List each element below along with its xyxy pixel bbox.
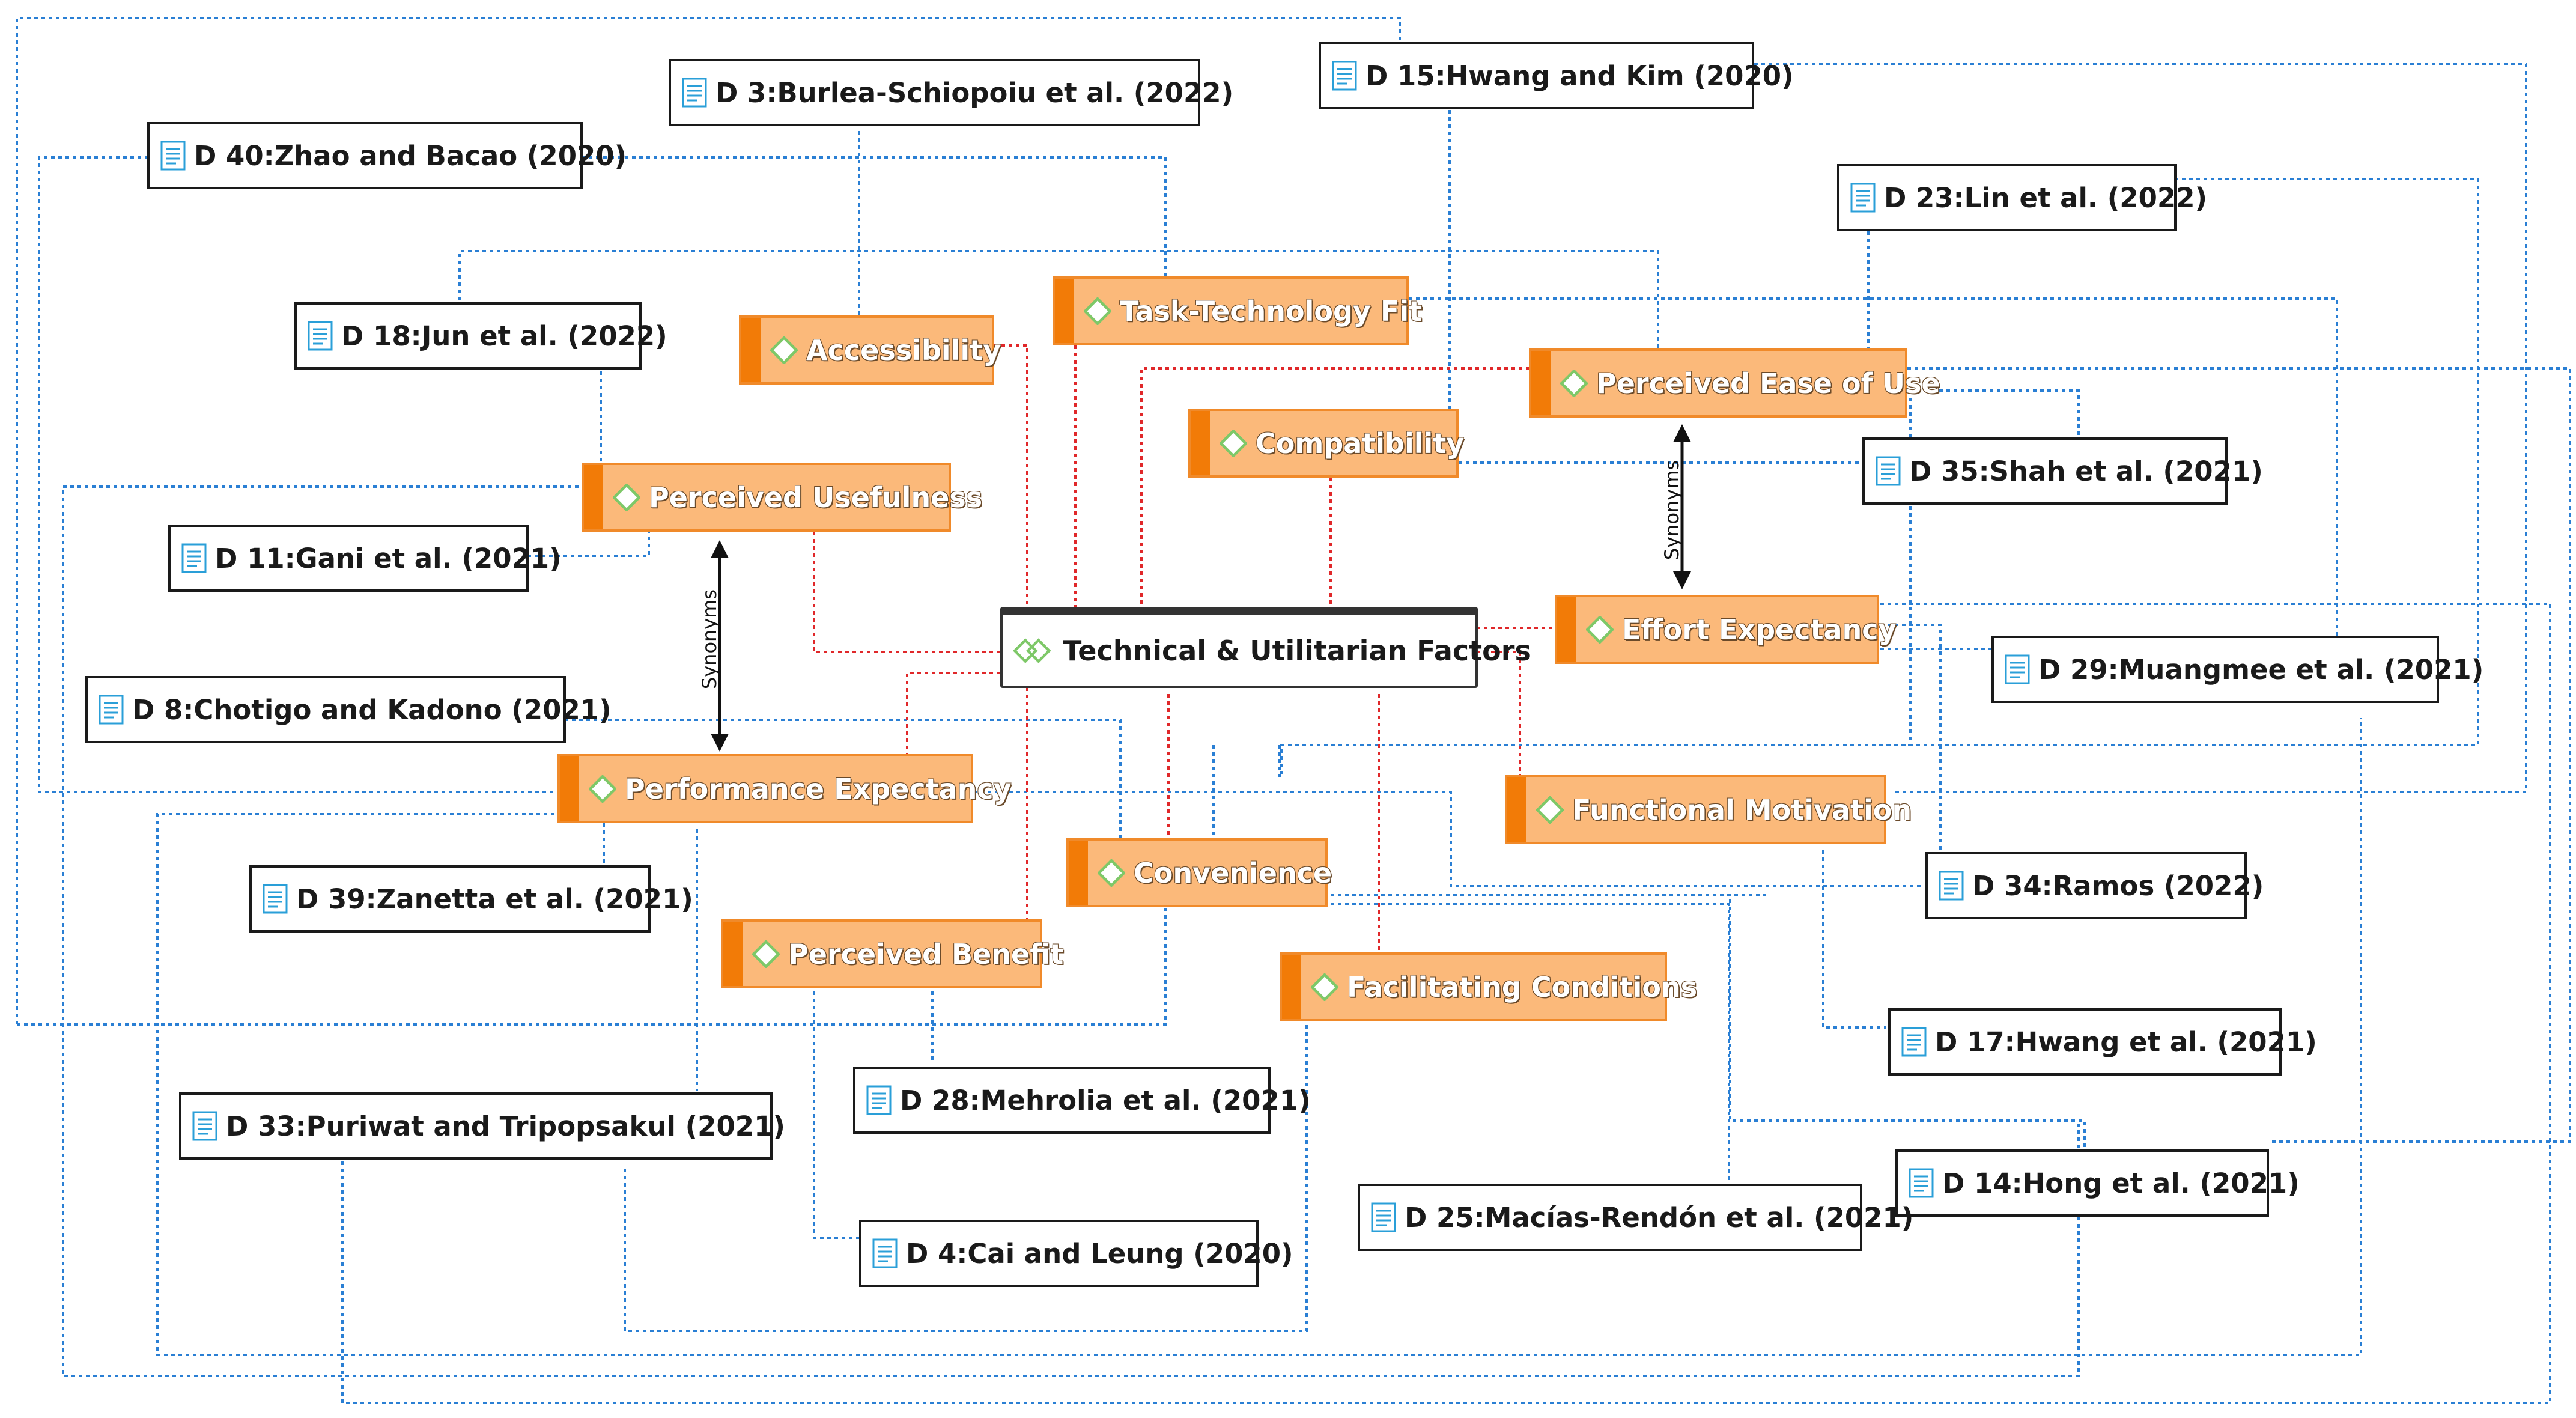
factor-label: Functional Motivation [1572, 793, 1912, 826]
diamond-icon [1220, 429, 1247, 457]
document-icon [866, 1085, 892, 1115]
factor-label: Convenience [1134, 856, 1332, 889]
document-icon [2005, 654, 2030, 684]
diamond-icon [1536, 796, 1564, 824]
diamond-icon [613, 483, 640, 511]
diamond-icon [1098, 859, 1125, 887]
factor-label: Facilitating Conditions [1347, 970, 1698, 1003]
document-label: D 11:Gani et al. (2021) [215, 542, 562, 574]
factor-performance-expectancy[interactable]: Performance Expectancy [557, 754, 1012, 823]
document-label: D 29:Muangmee et al. (2021) [2038, 653, 2484, 686]
document-d14[interactable]: D 14:Hong et al. (2021) [1895, 1149, 2300, 1217]
factor-label: Compatibility [1256, 427, 1465, 460]
central-topic[interactable]: Technical & Utilitarian Factors [1000, 607, 1531, 688]
factor-effort-expectancy[interactable]: Effort Expectancy [1555, 595, 1897, 664]
document-d28[interactable]: D 28:Mehrolia et al. (2021) [853, 1067, 1311, 1134]
document-d34[interactable]: D 34:Ramos (2022) [1925, 852, 2264, 919]
synonym-arrows [711, 424, 1691, 752]
double-diamond-icon [1013, 637, 1051, 663]
document-d39[interactable]: D 39:Zanetta et al. (2021) [249, 865, 693, 933]
document-label: D 15:Hwang and Kim (2020) [1365, 59, 1794, 92]
factor-label: Effort Expectancy [1622, 613, 1897, 646]
factor-label: Performance Expectancy [625, 772, 1012, 805]
document-icon [263, 884, 288, 914]
document-icon [872, 1238, 898, 1268]
diamond-icon [1560, 369, 1588, 397]
factor-label: Accessibility [806, 333, 1001, 367]
factor-label: Task-Technology Fit [1120, 294, 1423, 327]
document-label: D 28:Mehrolia et al. (2021) [900, 1084, 1311, 1116]
document-icon [1939, 871, 1964, 901]
factor-label: Perceived Ease of Use [1596, 367, 1940, 400]
diamond-icon [752, 940, 780, 968]
document-d17[interactable]: D 17:Hwang et al. (2021) [1888, 1008, 2317, 1076]
factor-task-technology-fit[interactable]: Task-Technology Fit [1053, 276, 1422, 345]
document-d8[interactable]: D 8:Chotigo and Kadono (2021) [85, 676, 612, 743]
document-d23[interactable]: D 23:Lin et al. (2022) [1837, 164, 2207, 231]
document-d11[interactable]: D 11:Gani et al. (2021) [168, 525, 562, 592]
factor-links [813, 344, 1556, 955]
document-d3[interactable]: D 3:Burlea-Schiopoiu et al. (2022) [669, 59, 1233, 126]
factor-accessibility[interactable]: Accessibility [739, 315, 1001, 385]
document-d4[interactable]: D 4:Cai and Leung (2020) [859, 1220, 1293, 1287]
factor-label: Perceived Benefit [788, 937, 1064, 970]
factor-functional-motivation[interactable]: Functional Motivation [1505, 775, 1912, 844]
document-label: D 34:Ramos (2022) [1972, 869, 2264, 902]
diamond-icon [589, 774, 616, 803]
document-label: D 14:Hong et al. (2021) [1942, 1167, 2300, 1199]
factor-convenience[interactable]: Convenience [1066, 838, 1332, 907]
document-label: D 39:Zanetta et al. (2021) [296, 883, 693, 915]
synonym-label-1: Synonyms [698, 589, 721, 690]
factor-perceived-ease-of-use[interactable]: Perceived Ease of Use [1529, 348, 1940, 418]
diamond-icon [1586, 615, 1614, 644]
document-label: D 33:Puriwat and Tripopsakul (2021) [226, 1110, 785, 1142]
document-icon [1909, 1168, 1934, 1198]
factor-label: Perceived Usefulness [649, 481, 983, 514]
factor-perceived-benefit[interactable]: Perceived Benefit [721, 919, 1063, 988]
document-d29[interactable]: D 29:Muangmee et al. (2021) [1991, 636, 2483, 703]
document-d18[interactable]: D 18:Jun et al. (2022) [294, 302, 667, 370]
document-d33[interactable]: D 33:Puriwat and Tripopsakul (2021) [179, 1092, 785, 1160]
document-icon [308, 321, 333, 351]
document-label: D 8:Chotigo and Kadono (2021) [132, 693, 612, 726]
document-d40[interactable]: D 40:Zhao and Bacao (2020) [147, 122, 627, 189]
document-label: D 40:Zhao and Bacao (2020) [194, 139, 627, 172]
diamond-icon [770, 336, 798, 364]
document-icon [192, 1111, 217, 1141]
document-links [16, 17, 2571, 1404]
document-label: D 4:Cai and Leung (2020) [906, 1237, 1293, 1270]
central-topic-label: Technical & Utilitarian Factors [1063, 634, 1531, 667]
factor-perceived-usefulness[interactable]: Perceived Usefulness [582, 463, 982, 532]
document-icon [181, 543, 207, 573]
document-icon [1850, 183, 1876, 213]
document-label: D 35:Shah et al. (2021) [1909, 455, 2263, 487]
document-label: D 18:Jun et al. (2022) [341, 320, 667, 352]
document-icon [1371, 1202, 1396, 1232]
document-d35[interactable]: D 35:Shah et al. (2021) [1862, 437, 2263, 505]
document-d25[interactable]: D 25:Macías-Rendón et al. (2021) [1358, 1184, 1913, 1251]
document-icon [682, 78, 707, 108]
synonym-label-2: Synonyms [1660, 460, 1684, 561]
diamond-icon [1311, 973, 1338, 1001]
document-icon [1876, 456, 1901, 486]
document-icon [160, 141, 186, 171]
document-label: D 3:Burlea-Schiopoiu et al. (2022) [715, 76, 1234, 109]
document-icon [1901, 1027, 1927, 1057]
factor-compatibility[interactable]: Compatibility [1188, 409, 1464, 478]
document-icon [99, 695, 124, 725]
document-d15[interactable]: D 15:Hwang and Kim (2020) [1319, 42, 1794, 109]
document-label: D 23:Lin et al. (2022) [1884, 181, 2208, 214]
document-label: D 25:Macías-Rendón et al. (2021) [1405, 1201, 1914, 1234]
factor-facilitating-conditions[interactable]: Facilitating Conditions [1280, 952, 1697, 1021]
document-icon [1332, 61, 1357, 91]
diamond-icon [1084, 297, 1111, 325]
document-label: D 17:Hwang et al. (2021) [1935, 1026, 2317, 1058]
